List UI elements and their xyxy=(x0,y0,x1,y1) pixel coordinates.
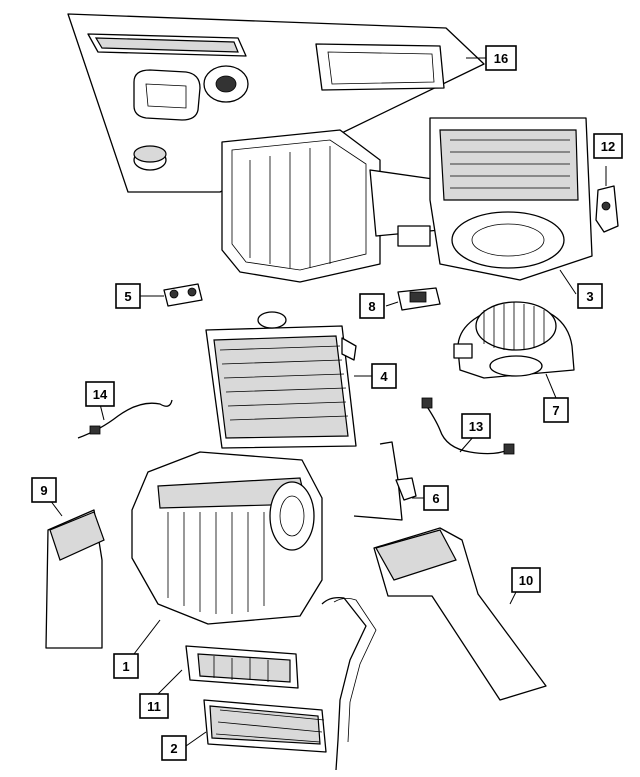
callout-11: 11 xyxy=(139,693,169,719)
callout-6: 6 xyxy=(423,485,449,511)
callout-4: 4 xyxy=(371,363,397,389)
callout-1: 1 xyxy=(113,653,139,679)
callout-6-label: 6 xyxy=(432,491,439,506)
callout-16-label: 16 xyxy=(494,51,508,66)
callout-8-label: 8 xyxy=(368,299,375,314)
callout-13-label: 13 xyxy=(469,419,483,434)
callout-4-label: 4 xyxy=(380,369,388,384)
part-6 xyxy=(353,441,417,521)
callout-10-label: 10 xyxy=(519,573,533,588)
callout-14-label: 14 xyxy=(93,387,108,402)
part-11-filter xyxy=(185,645,299,689)
callout-2-label: 2 xyxy=(170,741,177,756)
callout-10: 10 xyxy=(511,567,541,593)
part-8 xyxy=(397,287,441,311)
callout-9-label: 9 xyxy=(40,483,47,498)
callout-9: 9 xyxy=(31,477,57,503)
part-7-blower-motor xyxy=(453,301,575,379)
part-2-heater-core xyxy=(203,699,327,753)
part-1-lower-housing xyxy=(131,451,323,625)
upper-hvac-housing xyxy=(221,117,593,283)
callout-8: 8 xyxy=(359,293,385,319)
callout-1-label: 1 xyxy=(122,659,129,674)
callout-12-label: 12 xyxy=(601,139,615,154)
seal-kit-panel xyxy=(67,13,485,193)
callout-11-label: 11 xyxy=(147,699,161,714)
callout-12: 12 xyxy=(593,133,623,159)
callout-7-label: 7 xyxy=(552,403,559,418)
callout-3-label: 3 xyxy=(586,289,593,304)
callout-16: 16 xyxy=(485,45,517,71)
callout-3: 3 xyxy=(577,283,603,309)
callout-5: 5 xyxy=(115,283,141,309)
callout-7: 7 xyxy=(543,397,569,423)
part-4-evaporator xyxy=(205,311,357,449)
part-10-duct xyxy=(373,527,547,701)
callout-13: 13 xyxy=(461,413,491,439)
part-5 xyxy=(163,283,203,307)
callout-2: 2 xyxy=(161,735,187,761)
part-12 xyxy=(595,185,619,233)
part-9-duct xyxy=(45,509,105,649)
callout-14: 14 xyxy=(85,381,115,407)
callout-5-label: 5 xyxy=(124,289,131,304)
heater-tubes xyxy=(321,596,367,771)
